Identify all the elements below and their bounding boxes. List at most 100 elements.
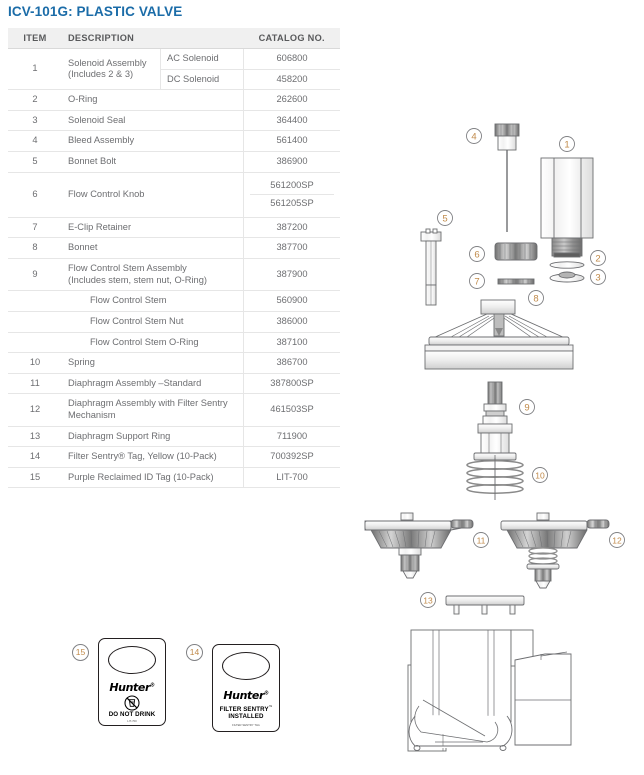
cell-catalog: LIT-700 xyxy=(243,467,340,489)
svg-text:12: 12 xyxy=(612,536,622,546)
cell-description: Bleed Assembly xyxy=(62,130,244,153)
svg-text:3: 3 xyxy=(595,273,600,284)
cell-item: 5 xyxy=(8,151,62,173)
tag-card-purple-reclaimed: Hunter® DO NOT DRINK LIT-700 xyxy=(98,638,166,726)
cell-description: Solenoid Assembly (Includes 2 & 3) xyxy=(62,48,161,91)
table-row: 9 Flow Control Stem Assembly (Includes s… xyxy=(8,258,340,292)
cell-item: 3 xyxy=(8,110,62,132)
part-bleed-assembly xyxy=(494,123,520,232)
cell-catalog: 364400 xyxy=(243,110,340,132)
table-row: 10 Spring 386700 xyxy=(8,352,340,374)
cell-item: 6 xyxy=(8,172,62,218)
part-flow-control-stem-assembly xyxy=(473,381,517,461)
part-flow-control-knob xyxy=(494,242,538,261)
callout-12: 12 xyxy=(609,532,625,548)
cell-item: 4 xyxy=(8,130,62,153)
callout-10: 10 xyxy=(532,467,548,483)
cell-catalog: 700392SP xyxy=(243,446,340,468)
table-row: 4 Bleed Assembly 561400 xyxy=(8,130,340,153)
cell-description: Flow Control Stem Nut xyxy=(62,311,244,333)
callout-2: 2 xyxy=(590,250,606,266)
cell-description: Bonnet Bolt xyxy=(62,151,244,173)
cell-catalog: 561200SP xyxy=(270,179,314,190)
svg-text:1: 1 xyxy=(564,140,569,151)
cell-catalog: 561205SP xyxy=(250,194,334,213)
cell-catalog: 560900 xyxy=(243,290,340,312)
svg-text:4: 4 xyxy=(471,132,476,143)
cell-description: Flow Control Knob xyxy=(62,172,244,218)
callout-9: 9 xyxy=(519,399,535,415)
cell-description: Solenoid Seal xyxy=(62,110,244,132)
cell-catalog: 387800SP xyxy=(243,373,340,395)
cell-description: O-Ring xyxy=(62,89,244,111)
cell-description: Flow Control Stem xyxy=(62,290,244,312)
column-header-catalog: CATALOG NO. xyxy=(243,28,340,49)
cell-item: 8 xyxy=(8,237,62,260)
tag-fine-print: FILTER SENTRY TAG xyxy=(232,723,260,727)
table-row: 12 Diaphragm Assembly with Filter Sentry… xyxy=(8,393,340,427)
cell-description: Bonnet xyxy=(62,237,244,260)
table-row: 2 O-Ring 262600 xyxy=(8,89,340,111)
table-row: 3 Solenoid Seal 364400 xyxy=(8,110,340,132)
cell-description: Spring xyxy=(62,352,244,374)
description-line-1: Diaphragm Assembly with Filter Sentry xyxy=(68,398,228,409)
description-line-2: (Includes stem, stem nut, O-Ring) xyxy=(68,274,207,285)
callout-7: 7 xyxy=(469,273,485,289)
cell-item: 14 xyxy=(8,446,62,468)
description-line-2: Mechanism xyxy=(68,409,116,420)
cell-catalog: 561400 xyxy=(243,130,340,153)
cell-item: 1 xyxy=(8,48,62,91)
cell-catalog: 387100 xyxy=(243,332,340,354)
cell-item: 15 xyxy=(8,467,62,489)
cell-catalog: 458200 xyxy=(243,69,340,91)
cell-description: Purple Reclaimed ID Tag (10-Pack) xyxy=(62,467,244,489)
table-row: Flow Control Stem O-Ring 387100 xyxy=(8,332,340,354)
hunter-logo: Hunter® xyxy=(109,681,155,694)
hunter-logo: Hunter® xyxy=(223,689,269,702)
cell-variant: AC Solenoid xyxy=(160,48,244,70)
svg-text:9: 9 xyxy=(524,403,529,414)
no-drink-icon xyxy=(124,695,140,711)
description-line-1: Solenoid Assembly xyxy=(68,57,147,68)
part-diaphragm-assembly-standard xyxy=(364,512,474,579)
table-row: 7 E-Clip Retainer 387200 xyxy=(8,217,340,239)
svg-text:13: 13 xyxy=(423,596,433,606)
part-bonnet xyxy=(424,299,574,370)
part-solenoid-assembly xyxy=(540,157,594,258)
tag-hole xyxy=(222,652,270,680)
table-row: 8 Bonnet 387700 xyxy=(8,237,340,260)
cell-item: 2 xyxy=(8,89,62,111)
page-title: ICV-101G: PLASTIC VALVE xyxy=(8,4,183,19)
cell-description: Diaphragm Assembly –Standard xyxy=(62,373,244,395)
tag-fine-print: LIT-700 xyxy=(127,719,137,723)
cell-item xyxy=(8,311,62,333)
svg-text:8: 8 xyxy=(533,294,538,305)
callout-14: 14 xyxy=(186,644,203,661)
part-bonnet-bolt xyxy=(420,228,442,306)
part-spring xyxy=(466,455,524,500)
cell-catalog-group: 561200SP 561205SP xyxy=(243,172,340,218)
cell-catalog: 386900 xyxy=(243,151,340,173)
callout-5: 5 xyxy=(437,210,453,226)
cell-item: 12 xyxy=(8,393,62,427)
callout-1: 1 xyxy=(559,136,575,152)
cell-item xyxy=(8,290,62,312)
table-row: 1 Solenoid Assembly (Includes 2 & 3) AC … xyxy=(8,48,340,91)
svg-text:2: 2 xyxy=(595,254,600,265)
svg-text:7: 7 xyxy=(474,277,479,288)
cell-catalog: 461503SP xyxy=(243,393,340,427)
table-row: 5 Bonnet Bolt 386900 xyxy=(8,151,340,173)
callout-3: 3 xyxy=(590,269,606,285)
cell-catalog: 387700 xyxy=(243,237,340,260)
table-row: DC Solenoid 458200 xyxy=(8,69,340,91)
cell-catalog: 387200 xyxy=(243,217,340,239)
tag-text-line-2: INSTALLED xyxy=(228,713,264,720)
description-line-1: Flow Control Stem Assembly xyxy=(68,263,187,274)
svg-text:6: 6 xyxy=(474,250,479,261)
cell-description: Flow Control Stem Assembly (Includes ste… xyxy=(62,258,244,292)
part-o-ring xyxy=(549,261,585,269)
callout-11: 11 xyxy=(473,532,489,548)
cell-description: E-Clip Retainer xyxy=(62,217,244,239)
table-header-row: ITEM DESCRIPTION CATALOG NO. xyxy=(8,28,340,49)
tag-cards-area: 15 Hunter® DO NOT DRINK LIT-700 14 Hunte… xyxy=(60,630,300,770)
